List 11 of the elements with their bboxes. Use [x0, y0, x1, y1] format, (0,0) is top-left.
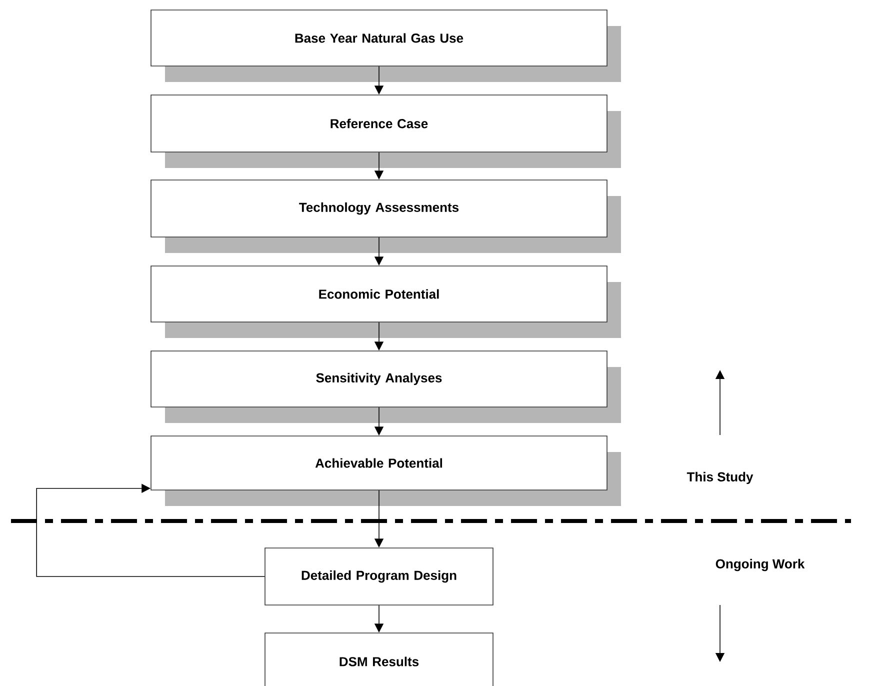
process-box: DSM Results: [264, 632, 494, 686]
process-box: Reference Case: [150, 94, 608, 152]
process-box: Technology Assessments: [150, 180, 608, 238]
arrow: [36, 484, 265, 577]
process-box: Base Year Natural Gas Use: [150, 10, 608, 66]
process-box: Economic Potential: [150, 266, 608, 322]
process-box: Achievable Potential: [150, 436, 608, 490]
section-label: Ongoing Work: [716, 558, 805, 572]
section-label: This Study: [686, 472, 754, 484]
process-box: Detailed Program Design: [264, 548, 494, 606]
process-box: Sensitivity Analyses: [150, 350, 608, 408]
